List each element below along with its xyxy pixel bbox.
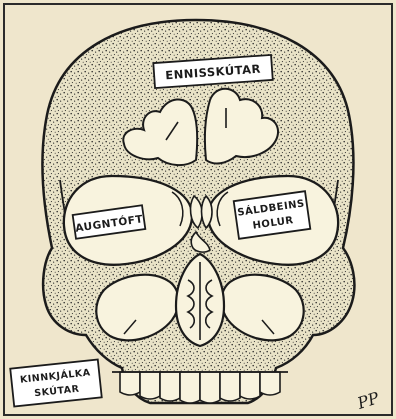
teeth — [120, 372, 280, 403]
label-maxillary-sinuses: KINNKJÁLKA SKÚTAR — [10, 360, 101, 407]
